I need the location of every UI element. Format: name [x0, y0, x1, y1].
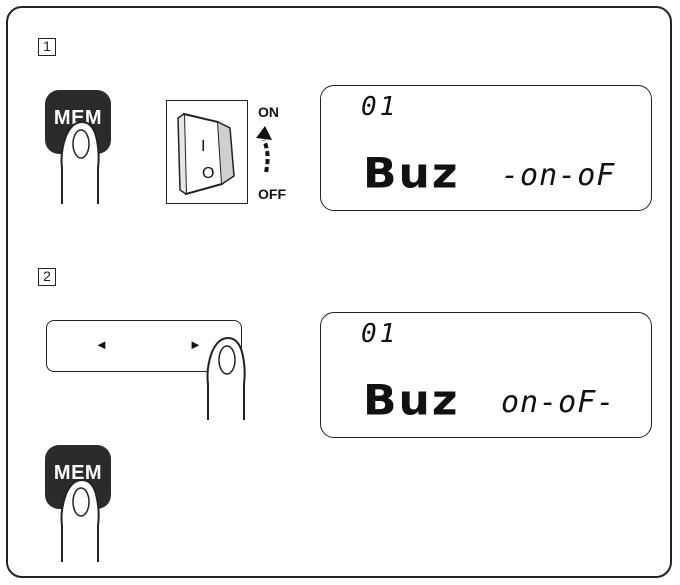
lcd-word: Buz: [363, 376, 460, 425]
switch-on-label: ON: [258, 104, 279, 120]
lcd-display-step2: 01 Buz on-oF-: [320, 312, 652, 438]
switch-mark-off: O: [202, 165, 214, 182]
step-1-number: 1: [38, 38, 56, 56]
finger-press-icon: [60, 478, 100, 562]
lcd-display-step1: 01 Buz -on-oF: [320, 85, 652, 211]
lcd-options: on-oF-: [501, 385, 616, 420]
right-arrow-icon[interactable]: ►: [189, 337, 202, 352]
lcd-number: 01: [361, 319, 399, 349]
finger-press-icon: [60, 120, 100, 204]
step-2-number: 2: [38, 268, 56, 286]
power-switch-icon[interactable]: I O: [172, 106, 242, 198]
lcd-number: 01: [361, 92, 399, 122]
lcd-options: -on-oF: [501, 158, 616, 193]
lcd-word: Buz: [363, 149, 460, 198]
left-arrow-icon[interactable]: ◄: [95, 337, 108, 352]
diagram-frame: [6, 6, 672, 578]
switch-mark-on: I: [201, 138, 205, 155]
mem-button-step2[interactable]: MEM: [45, 445, 111, 509]
curved-arrow-icon: [256, 126, 272, 173]
finger-press-icon: [206, 336, 246, 420]
switch-off-label: OFF: [258, 186, 286, 202]
